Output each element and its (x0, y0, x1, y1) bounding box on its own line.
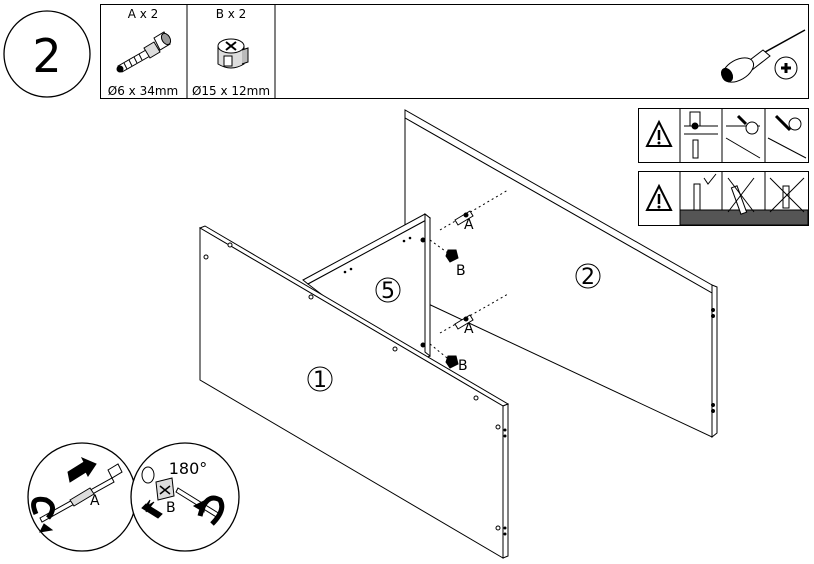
cam-lock-nut-icon (217, 38, 249, 69)
panel-1-marker: 1 (307, 366, 333, 393)
panel-2-marker: 2 (575, 263, 601, 290)
panel-2-number: 2 (581, 265, 595, 290)
hardware-a-size: Ø6 x 34mm (108, 84, 178, 98)
warning-panel-bolt-depth (638, 171, 809, 226)
panel-5-number: 5 (381, 279, 395, 304)
detail-cam-label: B (166, 500, 176, 516)
step-number: 2 (32, 29, 61, 83)
assembly-callouts (429, 189, 509, 369)
panel-5-marker: 5 (375, 277, 401, 304)
front-panel (198, 225, 510, 559)
upper-bolt-label: A (464, 217, 474, 233)
upper-cam-label: B (456, 263, 466, 279)
phillips-screwdriver-icon (720, 29, 806, 83)
detail-cam-rotation (130, 442, 240, 552)
warning-triangle-icon (645, 183, 673, 211)
warning-panel-cam-orientation (638, 108, 809, 163)
hardware-b-qty: B x 2 (216, 7, 247, 21)
rotation-label: 180° (169, 459, 208, 478)
cam-bolt-icon (116, 31, 172, 73)
lower-bolt-label: A (464, 321, 474, 337)
warning-triangle-icon (645, 119, 673, 147)
step-badge: 2 (3, 10, 91, 98)
lower-cam-label: B (458, 358, 468, 374)
hardware-a-qty: A x 2 (128, 7, 159, 21)
back-panel (404, 109, 718, 439)
detail-bolt-insertion (27, 442, 137, 552)
hardware-box: A x 2 Ø6 x 34mm B x 2 Ø15 x 12mm (100, 4, 809, 99)
detail-bolt-label: A (90, 493, 100, 509)
hardware-b-size: Ø15 x 12mm (192, 84, 270, 98)
panel-1-number: 1 (313, 368, 327, 393)
